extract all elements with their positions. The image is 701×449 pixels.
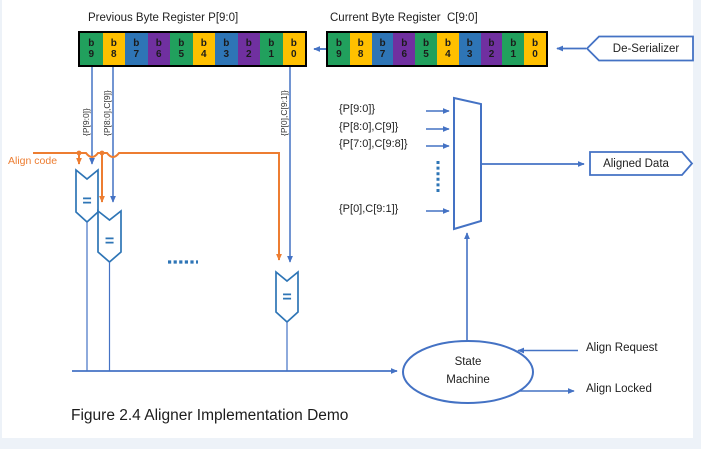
junction-dot — [76, 150, 82, 156]
mux-input-label-4: {P[0],C[9:1]} — [339, 203, 399, 215]
align-code-net — [33, 152, 282, 261]
state-machine-label-line2: Machine — [446, 374, 490, 386]
comparator-2 — [97, 209, 122, 264]
mux-input-label-2: {P[8:0],C[9]} — [339, 121, 399, 133]
state-machine-ellipse — [402, 340, 534, 404]
aligned-data-label: Aligned Data — [603, 157, 669, 170]
equals-symbol: = — [282, 289, 291, 306]
page-edge-right — [693, 0, 701, 449]
current-register-title: Current Byte Register C[9:0] — [330, 12, 478, 24]
page-edge-bottom — [0, 438, 701, 449]
tap-label-p0-c9-1: {P[0],C[9:1]} — [279, 90, 289, 136]
equals-symbol: = — [82, 193, 91, 210]
deserializer-label: De-Serializer — [612, 42, 680, 55]
align-request-label: Align Request — [586, 342, 658, 354]
figure-caption: Figure 2.4 Aligner Implementation Demo — [71, 407, 349, 424]
deserializer-box — [585, 35, 694, 62]
mux-input-label-1: {P[9:0]} — [339, 103, 376, 115]
junction-dot — [99, 150, 105, 156]
state-machine-label-line1: State — [454, 356, 482, 368]
align-locked-label: Align Locked — [586, 383, 652, 395]
tap-label-p8-0-c9: {P[8:0],C[9]} — [102, 90, 112, 136]
mux — [453, 96, 482, 231]
align-code-label: Align code — [8, 155, 58, 167]
previous-register-title: Previous Byte Register P[9:0] — [88, 12, 239, 24]
equals-symbol: = — [105, 233, 114, 250]
mux-input-label-3: {P[7:0],C[9:8]} — [339, 138, 408, 150]
tap-label-p9-0: {P[9:0]} — [81, 108, 91, 136]
page-edge-left — [0, 0, 2, 449]
aligned-data-box — [589, 151, 694, 176]
comparator-3 — [275, 270, 299, 324]
